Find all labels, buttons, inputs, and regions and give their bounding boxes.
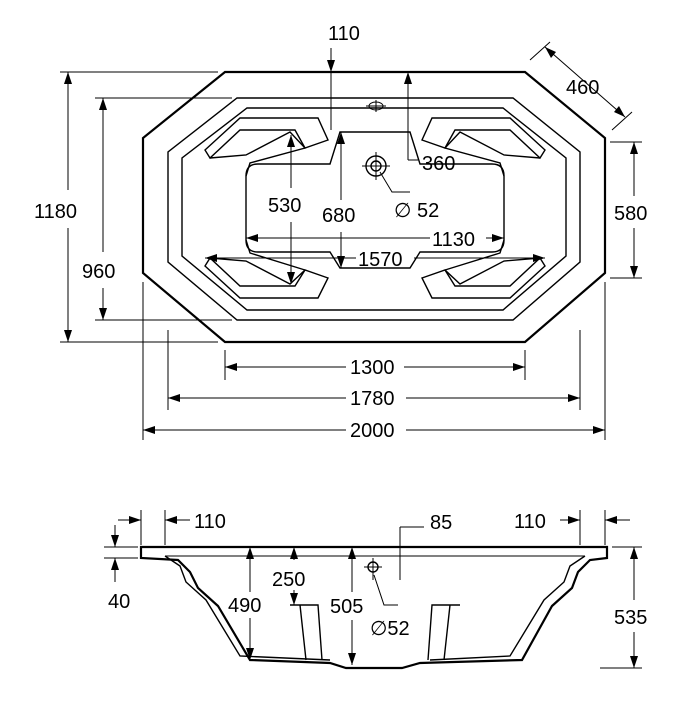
label-dim-1780: 1780 xyxy=(350,388,395,410)
plan-view: 110 360 460 1180 960 530 xyxy=(34,23,647,442)
headrest-top-right xyxy=(421,117,546,160)
tub-side-inner xyxy=(164,555,586,661)
side-view: 110 85 110 40 250 490 xyxy=(104,510,647,670)
tub-side-seat-right xyxy=(427,604,460,661)
headrest-bottom-left xyxy=(204,256,329,299)
label-dim-460: 460 xyxy=(566,77,599,99)
tub-basin-outline xyxy=(181,107,567,311)
label-side-dim-250: 250 xyxy=(272,569,305,591)
seat-bottom-left xyxy=(209,239,307,285)
label-dim-2000: 2000 xyxy=(350,420,395,442)
seat-bottom-right xyxy=(443,239,541,285)
tub-floor xyxy=(245,131,505,269)
drain-symbol xyxy=(362,152,390,180)
label-side-dim-505: 505 xyxy=(330,596,363,618)
label-side-dim-110-right: 110 xyxy=(514,511,546,533)
label-side-dim-490: 490 xyxy=(228,595,261,617)
seat-top-right xyxy=(443,131,541,177)
label-dim-680: 680 xyxy=(322,205,355,227)
label-side-dim-85: 85 xyxy=(430,512,452,534)
seat-top-left xyxy=(209,131,307,177)
label-side-dim-40: 40 xyxy=(108,591,130,613)
label-dim-110-top: 110 xyxy=(328,23,360,45)
label-dim-1180: 1180 xyxy=(34,201,77,223)
tub-rim-inner-outline xyxy=(167,97,581,321)
label-side-dim-535: 535 xyxy=(614,607,647,629)
label-dim-diameter-52: ∅ 52 xyxy=(394,200,439,222)
label-dim-1570: 1570 xyxy=(358,249,403,271)
label-dim-530: 530 xyxy=(268,195,301,217)
label-dim-960: 960 xyxy=(82,261,115,283)
label-side-dim-110-left: 110 xyxy=(194,511,226,533)
headrest-bottom-right xyxy=(421,256,546,299)
overflow-symbol xyxy=(366,100,386,112)
side-drain-symbol xyxy=(364,558,382,580)
label-dim-580: 580 xyxy=(614,203,647,225)
label-dim-1130: 1130 xyxy=(432,229,475,251)
tub-side-seat-left xyxy=(290,604,323,661)
tub-side-rim xyxy=(139,545,609,670)
label-dim-360: 360 xyxy=(422,153,455,175)
leader-side-drain xyxy=(373,574,398,606)
headrest-top-left xyxy=(204,117,329,160)
tub-outer-outline xyxy=(141,70,607,344)
label-side-dim-diameter-52: ∅52 xyxy=(370,618,410,640)
label-dim-1300: 1300 xyxy=(350,357,395,379)
leader-drain xyxy=(379,171,410,193)
